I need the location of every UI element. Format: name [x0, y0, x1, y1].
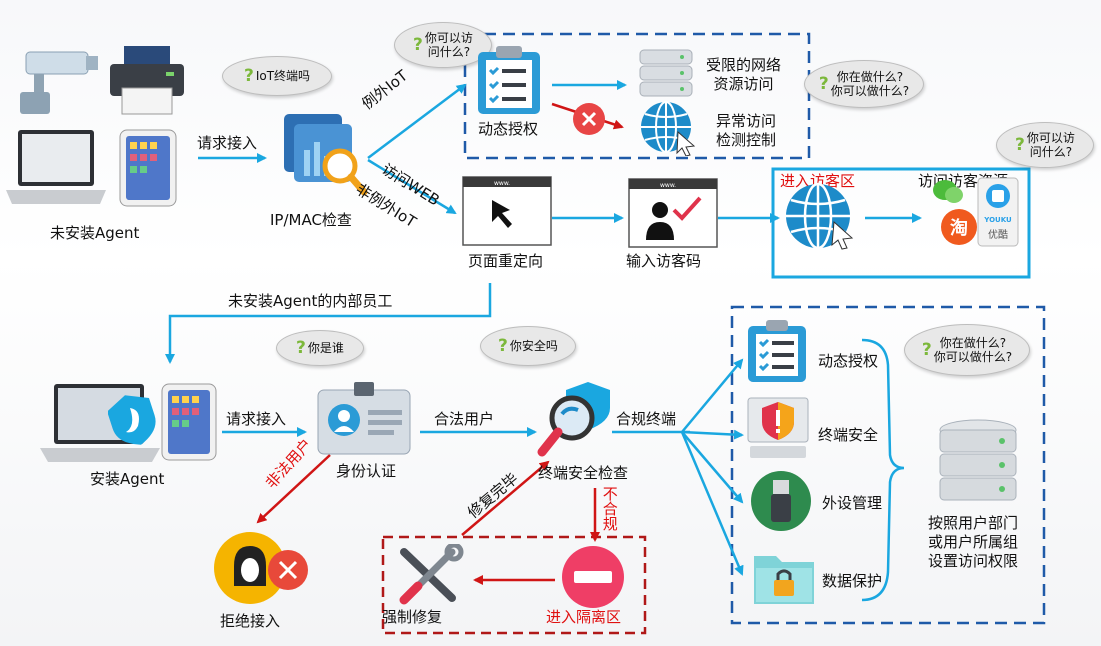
agent-device-label: 安装Agent — [90, 470, 165, 488]
question-icon: ? — [498, 335, 508, 356]
guest-zone-box — [771, 167, 1031, 279]
block-x-icon — [573, 103, 605, 135]
arrow-repair-done — [461, 460, 550, 536]
arrow-illegal-user — [256, 454, 331, 524]
guest-code-icon: www. — [628, 178, 718, 248]
input-guest-code-label: 输入访客码 — [626, 252, 702, 270]
identity-auth-label: 身份认证 — [336, 462, 397, 480]
youku-brand: YOUKU — [983, 216, 1012, 224]
browser-url-text: www. — [660, 182, 676, 189]
question-icon: ? — [413, 34, 423, 55]
bubble-access-what: ?你可以访 问什么? — [394, 22, 492, 68]
agent-shield-icon — [108, 395, 156, 445]
reject-access-label: 拒绝接入 — [220, 612, 281, 630]
id-card-icon — [317, 382, 411, 455]
bubble-access-what-2: ?你可以访 问什么? — [996, 122, 1094, 168]
arrow-exception-iot — [367, 83, 467, 159]
dynamic-auth-label-bottom: 动态授权 — [818, 352, 879, 370]
internal-staff-label: 未安装Agent的内部员工 — [228, 292, 393, 310]
data-protection-label: 数据保护 — [822, 572, 883, 590]
enter-quarantine-label: 进入隔离区 — [546, 608, 622, 626]
wechat-icon — [933, 180, 963, 203]
security-scan-icon — [537, 382, 610, 457]
no-agent-device-label: 未安装Agent — [50, 224, 140, 242]
quarantine-box — [381, 535, 647, 635]
usb-icon — [751, 471, 811, 531]
question-icon: ? — [243, 65, 254, 86]
security-shield-monitor-icon — [747, 397, 809, 458]
smartphone-icon — [119, 129, 177, 207]
question-icon: ? — [1015, 134, 1025, 155]
bubble-safe: ?你安全吗 — [480, 326, 576, 366]
bubble-doing-bottom: ?你在做什么? 你可以做什么? — [904, 324, 1030, 376]
request-access-label-top: 请求接入 — [197, 134, 258, 152]
dynamic-auth-box — [463, 32, 811, 160]
no-entry-icon — [562, 546, 624, 608]
right-brace — [861, 338, 905, 602]
permission-rule-label: 按照用户部门 或用户所属组 设置访问权限 — [928, 514, 1019, 570]
question-icon: ? — [818, 73, 829, 94]
printer-icon — [110, 46, 184, 115]
youku-char: 优酷 — [988, 228, 1008, 241]
globe-cursor-icon — [786, 182, 854, 250]
bubble-iot: ?IoT终端吗 — [222, 56, 332, 96]
peripheral-mgmt-label: 外设管理 — [822, 494, 883, 512]
compliant-box — [730, 305, 1046, 625]
arrow-fan-4 — [680, 431, 744, 576]
browser-window-icon: www. — [462, 176, 552, 246]
clipboard-checklist-icon — [478, 46, 540, 114]
laptop-icon — [6, 130, 106, 204]
restricted-network-label: 受限的网络 资源访问 — [706, 56, 782, 93]
force-repair-label: 强制修复 — [382, 608, 443, 626]
camera-icon — [20, 51, 98, 114]
request-access-label-bottom: 请求接入 — [226, 410, 287, 428]
terminal-check-label: 终端安全检查 — [538, 464, 629, 482]
bubble-who: ?你是谁 — [276, 330, 364, 366]
wrench-screwdriver-icon — [399, 544, 464, 605]
question-icon: ? — [296, 337, 306, 358]
ip-mac-check-label: IP/MAC检查 — [270, 211, 352, 229]
arrow-fan-3 — [681, 431, 744, 504]
terminal-security-label: 终端安全 — [818, 426, 879, 444]
server-icon — [639, 49, 693, 97]
question-icon: ? — [921, 339, 932, 360]
clipboard-checklist-icon — [748, 320, 806, 382]
taobao-icon: 淘 — [941, 209, 977, 245]
smartphone-icon — [161, 383, 217, 461]
ip-mac-check-icon — [284, 114, 368, 196]
compliant-terminal-label: 合规终端 — [616, 410, 677, 428]
page-redirect-label: 页面重定向 — [468, 252, 544, 270]
taobao-char: 淘 — [950, 217, 968, 239]
arrow-fan-2 — [681, 429, 744, 440]
browser-url-text: www. — [494, 180, 510, 187]
arrow-internal-staff — [165, 283, 492, 364]
locked-folder-icon — [754, 556, 814, 604]
arrow-fan-1 — [681, 358, 744, 433]
youku-icon: YOUKU 优酷 — [977, 177, 1019, 247]
dynamic-auth-label-top: 动态授权 — [478, 120, 539, 138]
reject-user-icon — [214, 532, 308, 604]
non-compliant-label: 不合规 — [600, 486, 619, 531]
enter-guest-zone-label: 进入访客区 — [780, 172, 856, 190]
abnormal-access-label: 异常访问 检测控制 — [716, 112, 777, 149]
bubble-doing-top: ?你在做什么? 你可以做什么? — [804, 60, 924, 108]
server-icon — [939, 419, 1017, 501]
legal-user-label: 合法用户 — [434, 410, 495, 428]
globe-cursor-icon — [641, 101, 696, 156]
arrow-visit-web — [367, 158, 457, 215]
